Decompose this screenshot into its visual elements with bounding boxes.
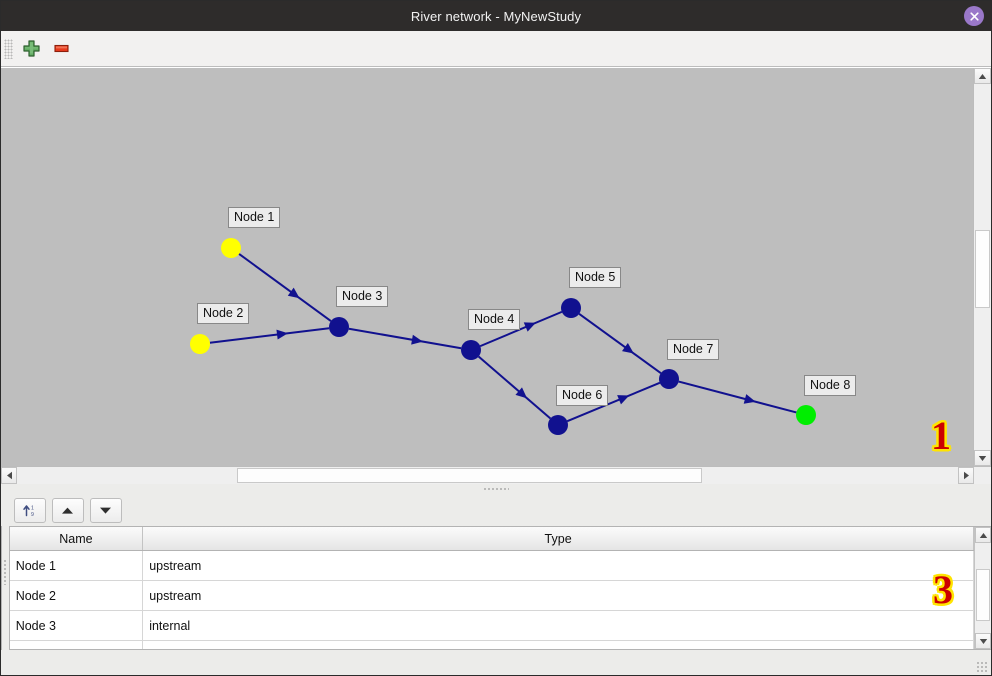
node-label[interactable]: Node 8	[804, 375, 857, 396]
scroll-down-arrow-icon[interactable]	[974, 450, 991, 466]
scroll-right-arrow-icon[interactable]	[958, 467, 974, 484]
edge-arrow-icon	[617, 395, 630, 405]
canvas-vscroll-thumb[interactable]	[975, 230, 990, 308]
edge-arrow-icon	[743, 394, 756, 404]
canvas-vscroll-track[interactable]	[974, 84, 991, 450]
network-canvas[interactable]: Node 1 Node 2 Node 3 Node 4 Node 5 Node 6 Node…	[1, 68, 973, 466]
edge-arrow-icon	[621, 343, 634, 354]
main-toolbar	[1, 31, 991, 67]
node-label[interactable]: Node 3	[336, 286, 389, 307]
network-node[interactable]	[461, 340, 481, 360]
nodes-table-row[interactable]: Node 4internal	[9, 640, 975, 649]
title-bar: River network - MyNewStudy	[1, 1, 991, 31]
network-edge[interactable]	[578, 313, 662, 374]
nodes-vscroll-thumb[interactable]	[976, 569, 991, 621]
nodes-sort-ascending-icon[interactable]: 1 9	[13, 497, 46, 523]
scroll-left-arrow-icon[interactable]	[1, 467, 17, 484]
network-node[interactable]	[796, 405, 816, 425]
network-edge[interactable]	[238, 253, 332, 322]
network-node[interactable]	[561, 298, 581, 318]
scroll-up-arrow-icon[interactable]	[974, 68, 991, 84]
horizontal-splitter[interactable]	[1, 484, 991, 494]
network-node[interactable]	[548, 415, 568, 435]
table-cell[interactable]: Node 3	[9, 610, 144, 641]
network-graph	[190, 238, 816, 435]
node-label[interactable]: Node 6	[556, 385, 609, 406]
network-edge[interactable]	[479, 310, 563, 348]
bottom-area: 1 9 NameNode1Node2 N	[1, 494, 992, 674]
canvas-hscroll-thumb[interactable]	[237, 468, 702, 483]
network-node[interactable]	[329, 317, 349, 337]
network-edge[interactable]	[477, 355, 552, 420]
canvas-hscroll-track[interactable]	[17, 467, 958, 484]
window-resize-grip-icon[interactable]	[976, 661, 988, 673]
edge-arrow-icon	[287, 287, 300, 299]
vertical-splitter[interactable]	[1, 494, 9, 650]
nodes-scroll-up-arrow-icon[interactable]	[975, 527, 992, 543]
network-edge[interactable]	[566, 381, 661, 423]
column-header[interactable]: Name	[9, 527, 144, 551]
network-node[interactable]	[659, 369, 679, 389]
network-edge[interactable]	[348, 327, 462, 350]
close-icon[interactable]	[964, 6, 984, 26]
nodes-vscroll-track[interactable]	[975, 543, 992, 633]
window-title: River network - MyNewStudy	[410, 8, 582, 24]
annotation-marker-3: 3	[933, 567, 954, 612]
node-label[interactable]: Node 4	[468, 309, 521, 330]
table-cell[interactable]: internal	[142, 610, 975, 641]
node-label[interactable]: Node 7	[667, 339, 720, 360]
nodes-table-vertical-scrollbar[interactable]	[974, 527, 992, 649]
canvas-horizontal-scrollbar[interactable]	[1, 466, 991, 484]
nodes-move-down-arrow-icon[interactable]	[89, 497, 122, 523]
node-label[interactable]: Node 1	[228, 207, 281, 228]
toolbar-drag-handle[interactable]	[4, 38, 13, 59]
svg-text:9: 9	[31, 512, 34, 518]
network-node[interactable]	[221, 238, 241, 258]
network-edge[interactable]	[209, 327, 330, 344]
nodes-panel-toolbar: 1 9	[8, 494, 992, 526]
table-cell[interactable]: upstream	[142, 580, 975, 611]
splitter-grip-icon	[483, 487, 509, 491]
canvas-vertical-scrollbar[interactable]	[973, 68, 991, 466]
svg-text:1: 1	[31, 505, 34, 511]
table-cell[interactable]: Node 1	[9, 550, 144, 581]
edge-arrow-icon	[276, 329, 288, 340]
status-bar	[1, 650, 991, 675]
network-edge[interactable]	[678, 380, 797, 414]
edge-arrow-icon	[523, 322, 536, 332]
nodes-move-up-arrow-icon[interactable]	[51, 497, 84, 523]
annotation-marker-1: 1	[931, 413, 951, 458]
diagram-panel: Node 1 Node 2 Node 3 Node 4 Node 5 Node 6 Node…	[1, 67, 991, 466]
table-cell[interactable]: Node 4	[9, 640, 144, 649]
node-label[interactable]: Node 2	[197, 303, 250, 324]
edge-arrow-icon	[411, 334, 423, 345]
nodes-scroll-down-arrow-icon[interactable]	[975, 633, 992, 649]
network-node[interactable]	[190, 334, 210, 354]
scrollbar-corner	[974, 467, 991, 484]
vertical-splitter-grip-icon	[3, 559, 8, 585]
column-header[interactable]: Type	[142, 527, 975, 551]
edge-arrow-icon	[515, 387, 528, 399]
add-plus-icon[interactable]	[16, 35, 46, 63]
table-cell[interactable]: upstream	[142, 550, 975, 581]
node-label[interactable]: Node 5	[569, 267, 622, 288]
table-cell[interactable]: Node 2	[9, 580, 144, 611]
delete-minus-icon[interactable]	[46, 35, 76, 63]
table-cell[interactable]: internal	[142, 640, 975, 649]
